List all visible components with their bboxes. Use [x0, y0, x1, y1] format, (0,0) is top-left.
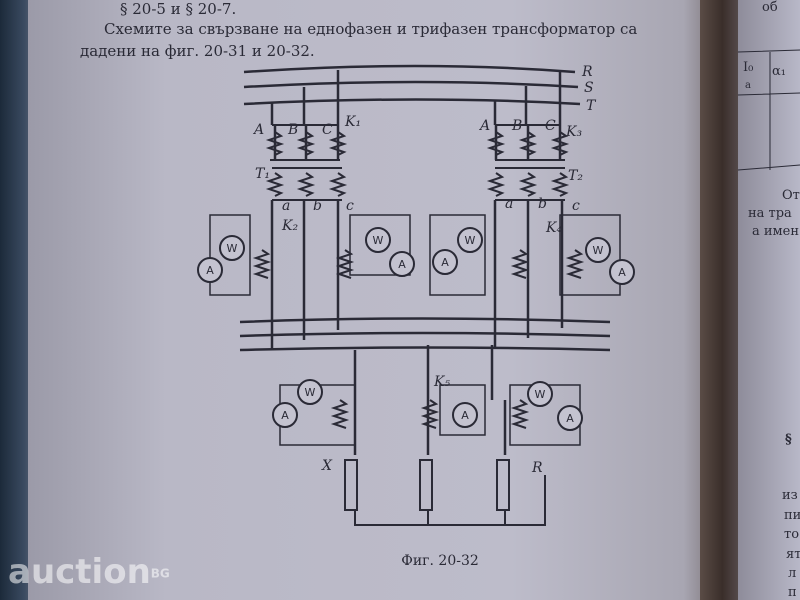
bus-label-r: R [581, 64, 593, 80]
ammeter-label: A [566, 412, 574, 425]
text-line-2: дадени на фиг. 20-31 и 20-32. [80, 42, 315, 60]
bus-lower-3 [239, 346, 611, 352]
ammeter-icon [609, 259, 635, 285]
bus-label-t: T [586, 98, 597, 114]
t1-terminal-a: A [252, 122, 264, 138]
text-line-1: Схемите за свързване на еднофазен и триф… [104, 20, 638, 38]
table-lines [737, 49, 800, 171]
t1-terminal-c: C [322, 122, 333, 138]
table-header: α₁ [772, 64, 786, 79]
ammeter-label: A [441, 256, 449, 269]
right-page-section: § [785, 432, 792, 447]
ammeter-icon [272, 402, 298, 428]
table-header-unit: a [745, 80, 751, 91]
ammeter-icon [557, 405, 583, 431]
right-page-text: то [784, 527, 800, 542]
book-gutter [700, 0, 745, 600]
text-line-0: § 20-5 и § 20-7. [120, 0, 237, 18]
load-x-label: X [321, 458, 333, 474]
switch-k1-label: K₁ [344, 114, 361, 130]
bus-label-s: S [584, 80, 594, 96]
right-page-text: л [788, 566, 797, 581]
load-rheostats [344, 459, 510, 511]
switch-k4-label: K₄ [545, 220, 562, 236]
wattmeter-label: W [227, 242, 238, 255]
switch-k5-label: K₅ [433, 374, 450, 390]
switch-k3-label: K₃ [565, 124, 582, 140]
right-page-text: п [788, 585, 797, 600]
figure-caption: Фиг. 20-32 [401, 553, 479, 569]
wattmeter-icon [527, 381, 553, 407]
bus-lower-2 [239, 331, 611, 338]
table-header: I₀ [743, 60, 754, 75]
ammeter-label: A [461, 409, 469, 422]
wattmeter-icon [585, 237, 611, 263]
t1-terminal-a-sec: a [282, 198, 290, 214]
t2-terminal-b-sec: b [538, 196, 547, 212]
ammeter-icon [197, 257, 223, 283]
t1-terminal-c-sec: c [346, 198, 354, 214]
t2-terminal-b: B [511, 118, 522, 134]
right-page-text: на тра [748, 206, 792, 221]
wattmeter-label: W [465, 234, 476, 247]
bus-s [243, 80, 579, 89]
t2-terminal-c-sec: c [572, 198, 580, 214]
wattmeter-label: W [305, 386, 316, 399]
bus-lower-1 [239, 317, 611, 324]
right-page [738, 0, 800, 600]
wattmeter-icon [297, 379, 323, 405]
right-page-text: об [762, 0, 778, 15]
right-page-text: а имен [752, 224, 800, 239]
t2-terminal-a: A [478, 118, 490, 134]
load-r-label: R [531, 460, 543, 476]
ammeter-icon [452, 402, 478, 428]
ammeter-label: A [206, 264, 214, 277]
wattmeter-label: W [593, 244, 604, 257]
right-page-text: пи [784, 508, 800, 523]
watermark-text: auction [8, 552, 151, 592]
right-page-text: из [782, 488, 798, 503]
transformer-t1-label: T₁ [255, 166, 270, 182]
wattmeter-icon [457, 227, 483, 253]
right-page-text: ят [786, 547, 800, 562]
t2-terminal-c: C [545, 118, 556, 134]
bus-r [243, 64, 576, 74]
switch-k2-label: K₂ [281, 218, 298, 234]
ammeter-label: A [281, 409, 289, 422]
t1-terminal-b: B [287, 122, 298, 138]
ammeter-label: A [398, 258, 406, 271]
watermark-suffix: BG [150, 566, 170, 581]
wattmeter-label: W [535, 388, 546, 401]
transformer-t2-label: T₂ [568, 168, 583, 184]
wattmeter-icon [219, 235, 245, 261]
wattmeter-icon [365, 227, 391, 253]
right-page-text: От [782, 188, 800, 203]
t2-terminal-a-sec: a [505, 196, 513, 212]
ammeter-icon [432, 249, 458, 275]
t1-terminal-b-sec: b [313, 198, 322, 214]
watermark-logo: auctionBG [8, 552, 170, 592]
ammeter-icon [389, 251, 415, 277]
wattmeter-label: W [373, 234, 384, 247]
bus-t [243, 98, 581, 106]
ammeter-label: A [618, 266, 626, 279]
